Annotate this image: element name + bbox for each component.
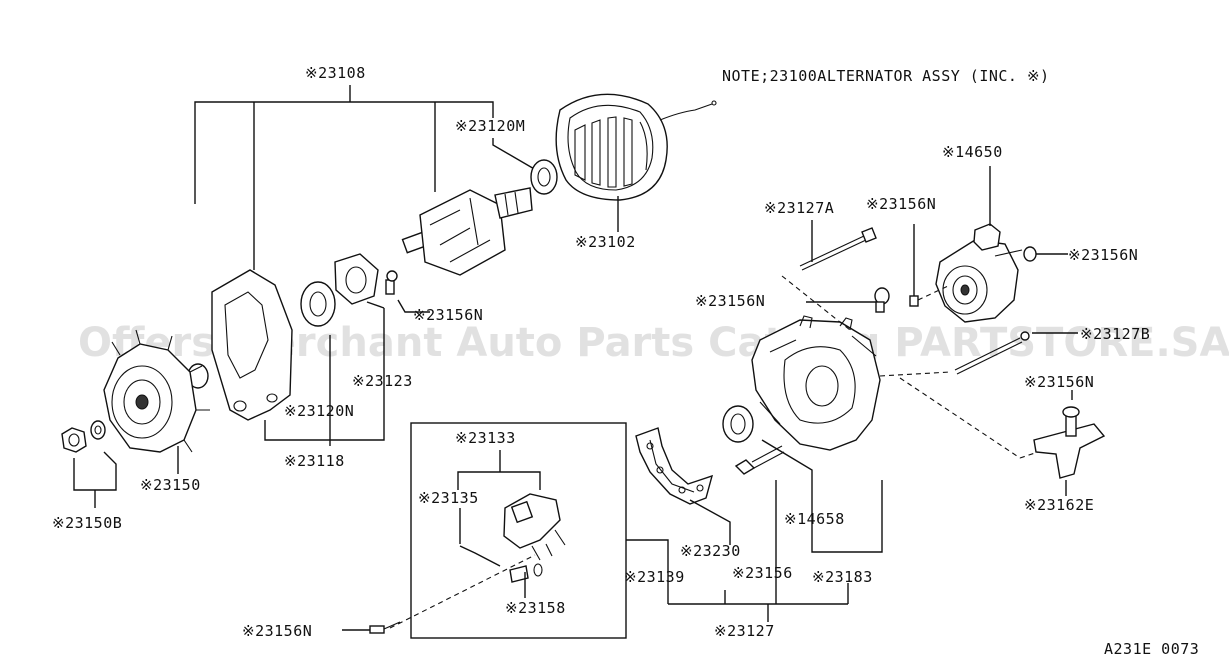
label-14650: ※14650 xyxy=(942,143,1003,161)
label-23139: ※23139 xyxy=(624,568,685,586)
label-23127B: ※23127B xyxy=(1080,325,1150,343)
bracket-23108 xyxy=(194,85,494,270)
screw-23156N-right xyxy=(1023,246,1037,262)
label-23183: ※23183 xyxy=(812,568,873,586)
rear-seal xyxy=(722,405,754,443)
bolt-23156 xyxy=(734,445,785,475)
label-23156N-bottom: ※23156N xyxy=(242,622,312,640)
label-23133: ※23133 xyxy=(455,429,516,447)
rear-housing xyxy=(751,315,881,451)
label-23156: ※23156 xyxy=(732,564,793,582)
label-23156N-mid: ※23156N xyxy=(413,306,483,324)
label-23127: ※23127 xyxy=(714,622,775,640)
nut-washer-23150B xyxy=(61,420,106,453)
retainer-plate-23123 xyxy=(334,253,379,305)
through-bolt-23127B xyxy=(954,331,1030,375)
regulator-box xyxy=(410,422,627,639)
bearing-23120M xyxy=(530,159,558,195)
rotor-assembly xyxy=(401,187,533,276)
diode-plate-23230 xyxy=(635,427,714,505)
pulley-fan-23150 xyxy=(103,329,210,453)
label-23150: ※23150 xyxy=(140,476,201,494)
label-23150B: ※23150B xyxy=(52,514,122,532)
assembly-note: NOTE;23100ALTERNATOR ASSY (INC. ※) xyxy=(722,67,1050,85)
diagram-code: A231E 0073 xyxy=(1104,640,1199,658)
label-23230: ※23230 xyxy=(680,542,741,560)
label-23156N-bracket: ※23156N xyxy=(1024,373,1094,391)
vacuum-pump-14650 xyxy=(935,223,1023,323)
label-23158: ※23158 xyxy=(505,599,566,617)
label-23156N-left: ※23156N xyxy=(695,292,765,310)
through-bolt-23127A xyxy=(799,227,877,271)
screw-23156N-housing xyxy=(874,287,890,313)
front-housing xyxy=(211,269,293,421)
bracket-23162E xyxy=(1033,406,1106,479)
label-23123: ※23123 xyxy=(352,372,413,390)
label-14658: ※14658 xyxy=(784,510,845,528)
screw-23156N-top xyxy=(909,295,919,307)
label-23118: ※23118 xyxy=(284,452,345,470)
label-23120M: ※23120M xyxy=(455,117,525,135)
bearing-23120N xyxy=(300,281,336,327)
label-23127A: ※23127A xyxy=(764,199,834,217)
label-23120N: ※23120N xyxy=(284,402,354,420)
stator-23102 xyxy=(555,93,717,201)
label-23156N-top: ※23156N xyxy=(866,195,936,213)
label-23102: ※23102 xyxy=(575,233,636,251)
screw-23156N-bottom xyxy=(369,621,401,634)
label-23156N-right: ※23156N xyxy=(1068,246,1138,264)
label-23135: ※23135 xyxy=(418,489,479,507)
screw-23156N-mid xyxy=(385,270,398,295)
label-23162E: ※23162E xyxy=(1024,496,1094,514)
label-23108: ※23108 xyxy=(305,64,366,82)
regulator-23133 xyxy=(503,493,566,583)
